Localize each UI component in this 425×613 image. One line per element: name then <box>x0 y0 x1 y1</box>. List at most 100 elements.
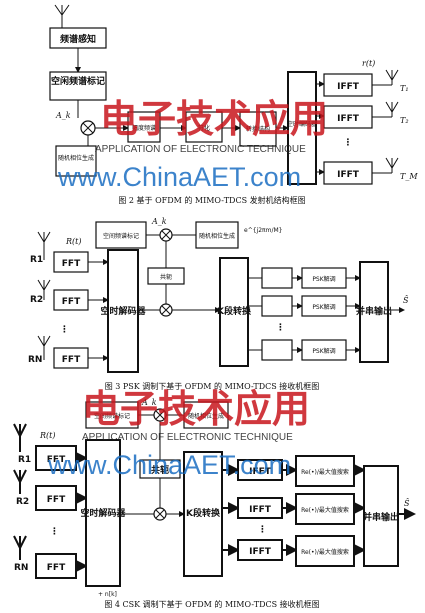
random-phase-box <box>55 145 97 177</box>
A-k-label-4: A_k <box>141 398 157 407</box>
watermark-2: 电子技术应用 APPLICATION OF ELECTRONIC TECHNIQ… <box>47 386 310 480</box>
fft-label-3-2: FFT <box>62 297 81 307</box>
s-hat-label-3: Ŝ <box>403 296 409 305</box>
random-phase-box-4 <box>183 401 229 429</box>
k-transform-box-3 <box>219 257 249 367</box>
fft-label-4-n: FFT <box>47 563 66 573</box>
r1-label-4: R1 <box>18 455 31 465</box>
repeat-box <box>185 111 223 143</box>
sum-box-3-1 <box>261 267 293 289</box>
spectrum-mark-box <box>49 71 107 101</box>
freq-label: 幅度频谱 <box>132 124 156 132</box>
spectrum-mark-box-3 <box>95 221 147 249</box>
search-box-n <box>295 535 355 567</box>
rn-label-4: RN <box>14 563 28 573</box>
psk-label-n: PSK解调 <box>312 347 335 355</box>
ps-box-4 <box>363 465 399 567</box>
figure-2-caption: 图 2 基于 OFDM 的 MIMO-TDCS 发射机结构框图 <box>118 195 305 205</box>
transform-box <box>239 111 277 147</box>
antenna-icon-t2 <box>385 101 399 117</box>
fft-label-4-2: FFT <box>47 495 66 505</box>
r2-label-3: R2 <box>30 295 43 305</box>
random-phase-box-3 <box>195 221 239 249</box>
random-phase-label-4: 随机相位生成 <box>188 412 224 420</box>
psk-label-2: PSK解调 <box>312 303 335 311</box>
spectrum-mark-label: 空闲频谱标记 <box>51 75 105 87</box>
dots: ⋮ <box>344 138 353 148</box>
decoder-box-4 <box>85 439 121 587</box>
figure-3-caption: 图 3 PSK 调制下基于 OFDM 的 MIMO-TDCS 接收机框图 <box>105 381 320 391</box>
figure-4: 空间频谱标记 A_k 随机相位生成 共轭 R1 R(t) R2 ⋮ RN FFT… <box>13 398 416 598</box>
fft-label-4-1: FFT <box>47 455 66 465</box>
ifft-label-1: IFFT <box>337 82 360 92</box>
r2-label-4: R2 <box>16 497 29 507</box>
rx-antennas-4: R1 R(t) R2 ⋮ RN <box>13 423 59 573</box>
tx1-label: T₁ <box>400 84 409 93</box>
spectrum-mark-label-4: 空间频谱标记 <box>94 412 130 420</box>
ps-box-3 <box>359 261 389 363</box>
fft-box-4-1 <box>35 445 77 471</box>
decoder-box-3 <box>107 249 139 373</box>
psk-label-1: PSK解调 <box>312 275 335 283</box>
txm-label: T_M <box>400 172 418 181</box>
rn-label-3: RN <box>28 355 42 365</box>
tx2-label: T₂ <box>400 116 409 125</box>
sum-box-3-2 <box>261 295 293 317</box>
figure-3: 空间频谱标记 A_k 随机相位生成 e^{j2πm/M} 共轭 R1 R(t) … <box>28 217 409 373</box>
ifft-label-4-n: IFFT <box>249 547 272 557</box>
ifft-label-m: IFFT <box>337 170 360 180</box>
rt-label-4: R(t) <box>39 431 55 440</box>
dots-3b: ⋮ <box>276 323 285 333</box>
A-k-label: A_k <box>55 111 71 120</box>
ifft-label-2: IFFT <box>337 114 360 124</box>
figure-2: 频谱感知 空闲频谱标记 A_k 随机相位生成 幅度频谱 符化 转换结构 空时编码… <box>49 4 418 185</box>
ps-label-3: 并串输出 <box>356 305 392 317</box>
watermark-en-1: APPLICATION OF ELECTRONIC TECHNIQUE <box>95 144 306 155</box>
repeat-label: 符化 <box>198 124 210 132</box>
random-phase-label-3: 随机相位生成 <box>199 232 235 240</box>
conj-label-4: 共轭 <box>151 464 169 476</box>
search-label-2: Re(•)/最大值搜索 <box>301 506 349 514</box>
freq-box <box>127 111 161 143</box>
transform-label: 转换结构 <box>246 125 270 133</box>
noise-label-4: + n[k] <box>98 591 117 598</box>
rx-antennas-3: R1 R(t) R2 ⋮ RN <box>28 231 81 365</box>
encoder-label: 空时编码器 <box>287 120 317 128</box>
A-k-label-3: A_k <box>151 217 167 226</box>
rt-label-3: R(t) <box>65 237 81 246</box>
watermark-en-2: APPLICATION OF ELECTRONIC TECHNIQUE <box>82 432 293 443</box>
figure-4-caption: 图 4 CSK 调制下基于 OFDM 的 MIMO-TDCS 接收机框图 <box>104 599 319 609</box>
watermark-cn-1: 电子技术应用 <box>100 96 328 141</box>
antenna-icon <box>54 4 70 28</box>
dots-4b: ⋮ <box>258 525 267 535</box>
r1-label-3: R1 <box>30 255 43 265</box>
decoder-label-3: 空时解码器 <box>100 305 146 317</box>
r-t-label: r(t) <box>362 59 375 68</box>
ifft-label-4-2: IFFT <box>249 505 272 515</box>
k-transform-label-4: K段转换 <box>186 507 221 519</box>
sum-box-3-n <box>261 339 293 361</box>
dots-3a: ⋮ <box>60 325 69 335</box>
spectrum-sense-label: 频谱感知 <box>60 33 96 45</box>
space-time-encoder-box <box>287 71 317 185</box>
spectrum-mark-label-3: 空间频谱标记 <box>103 232 139 240</box>
fft-label-3-n: FFT <box>62 355 81 365</box>
ifft-label-4-1: IFFT <box>249 467 272 477</box>
watermark-1: 电子技术应用 APPLICATION OF ELECTRONIC TECHNIQ… <box>57 96 328 192</box>
search-box-2 <box>295 493 355 525</box>
search-label-1: Re(•)/最大值搜索 <box>301 468 349 476</box>
exp-label-3: e^{j2πm/M} <box>244 227 283 234</box>
fft-box-4-2 <box>35 485 77 511</box>
decoder-label-4: 空时解码器 <box>80 507 126 519</box>
random-phase-label: 随机相位生成 <box>58 154 94 162</box>
k-transform-box-4 <box>183 451 223 577</box>
k-transform-label-3: K段转换 <box>217 305 252 317</box>
search-label-n: Re(•)/最大值搜索 <box>301 548 349 556</box>
search-box-1 <box>295 455 355 487</box>
ps-label-4: 并串输出 <box>363 511 399 523</box>
watermark-url-2: www.ChinaAET.com <box>47 450 291 480</box>
antenna-icon-tm <box>385 157 399 173</box>
watermark-cn-2: 电子技术应用 <box>82 386 310 431</box>
watermark-url-1: www.ChinaAET.com <box>57 162 301 192</box>
